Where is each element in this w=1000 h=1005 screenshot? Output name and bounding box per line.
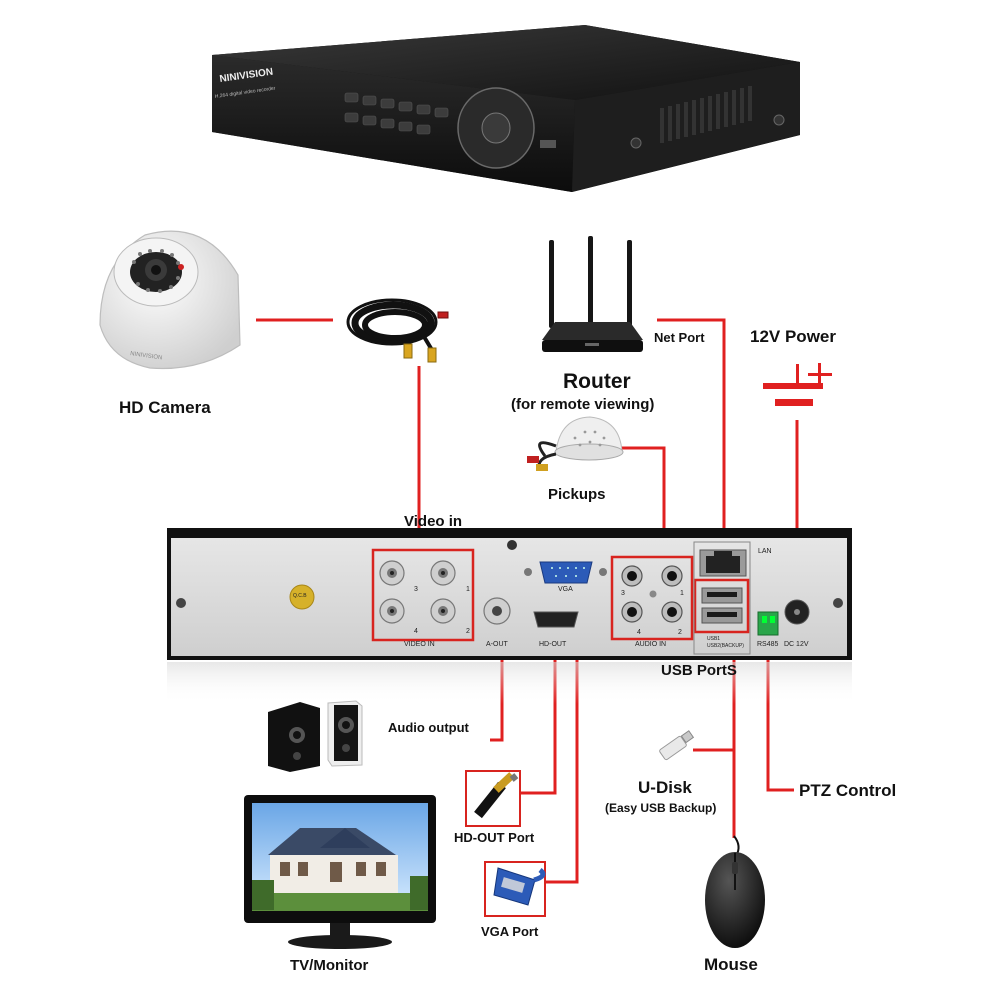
panel-ch4-text: 4: [414, 628, 418, 635]
panel-ch1-text: 1: [466, 586, 470, 593]
svg-text:NINIVISION: NINIVISION: [130, 351, 163, 361]
vga-port-label: VGA Port: [481, 924, 539, 939]
panel-hd-out-text: HD-OUT: [539, 641, 567, 648]
vga-cable-icon: [484, 861, 546, 917]
panel-audio-ch2-text: 2: [678, 629, 682, 636]
panel-vga-text: VGA: [558, 586, 573, 593]
dvr-top-icon: [212, 25, 800, 192]
panel-rs485-text: RS485: [757, 641, 779, 648]
power-label: 12V Power: [750, 327, 836, 346]
usb-drive-icon: [659, 730, 695, 761]
u-disk-sub-label: (Easy USB Backup): [605, 801, 717, 815]
hd-out-port-label: HD-OUT Port: [454, 830, 535, 845]
router-to-lan-line: [657, 318, 726, 560]
audio-output-label: Audio output: [388, 720, 469, 735]
hd-camera-label: HD Camera: [119, 398, 211, 417]
panel-ch3-text: 3: [414, 586, 418, 593]
router-label: Router: [563, 370, 631, 393]
mouse-icon: [705, 835, 765, 948]
video-in-label: Video in: [404, 513, 463, 530]
usb-ports-label: USB PortS: [661, 662, 737, 679]
ptz-control-label: PTZ Control: [799, 781, 897, 800]
panel-audio-ch4-text: 4: [637, 629, 641, 636]
panel-usb2-text: USB2(BACKUP): [707, 643, 744, 649]
port-highlight-boxes: [371, 548, 750, 642]
net-port-label: Net Port: [654, 330, 705, 345]
microphone-icon: [527, 416, 624, 471]
panel-audio-in-text: AUDIO IN: [635, 641, 667, 648]
usb-highlight: [693, 578, 750, 634]
router-sub-label: (for remote viewing): [511, 396, 655, 413]
audio-in-highlight: [610, 555, 694, 641]
panel-audio-ch1-text: 1: [680, 590, 684, 597]
panel-dc12v-text: DC 12V: [784, 641, 809, 648]
panel-lan-text: LAN: [758, 548, 772, 555]
speaker-icon: [268, 700, 363, 772]
power-symbol-icon: [763, 363, 832, 406]
panel-usb1-text: USB1: [707, 636, 721, 642]
pickups-label: Pickups: [548, 486, 606, 503]
panel-a-out-text: A-OUT: [486, 641, 508, 648]
hdmi-cable-icon: [465, 770, 521, 827]
u-disk-label: U-Disk: [638, 778, 692, 797]
dome-camera-icon: NINIVISION: [99, 230, 241, 370]
tv-monitor-label: TV/Monitor: [290, 957, 369, 974]
lan-usb-frame: [693, 541, 751, 655]
video-in-highlight: [371, 548, 475, 642]
panel-qc-text: Q.C.B: [293, 593, 307, 599]
pickups-to-audio-in-line: [616, 446, 666, 556]
router-icon: [542, 236, 643, 352]
panel-audio-ch3-text: 3: [621, 590, 625, 597]
mouse-label: Mouse: [704, 955, 758, 974]
panel-ch2-text: 2: [466, 628, 470, 635]
dvr-rear-panel: [167, 528, 852, 704]
bnc-cable-icon: [346, 298, 449, 363]
monitor-icon: [244, 795, 436, 949]
panel-video-in-text: VIDEO IN: [404, 641, 435, 648]
